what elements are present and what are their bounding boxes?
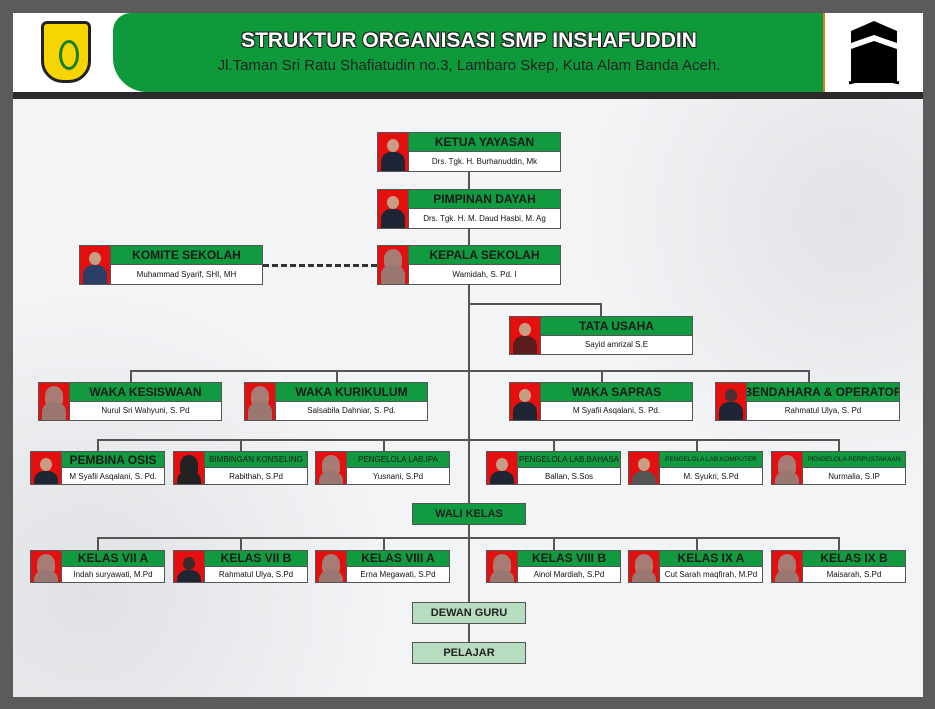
wali-kelas-box: WALI KELAS <box>412 503 526 525</box>
org-chart-page: STRUKTUR ORGANISASI SMP INSHAFUDDIN Jl.T… <box>13 13 923 697</box>
photo-avatar <box>772 551 802 582</box>
photo-avatar <box>378 133 408 171</box>
photo-avatar <box>716 383 746 420</box>
header: STRUKTUR ORGANISASI SMP INSHAFUDDIN Jl.T… <box>13 13 923 99</box>
photo-avatar <box>245 383 275 420</box>
connector <box>469 303 601 305</box>
connector <box>838 439 840 451</box>
connector <box>130 370 132 382</box>
school-address: Jl.Taman Sri Ratu Shafiatudin no.3, Lamb… <box>217 57 721 74</box>
connector <box>97 439 839 441</box>
photo-avatar <box>510 383 540 420</box>
photo-avatar <box>378 246 408 284</box>
photo-avatar <box>629 452 659 484</box>
photo-avatar <box>510 317 540 354</box>
photo-avatar <box>316 551 346 582</box>
photo-avatar <box>39 383 69 420</box>
header-divider <box>13 92 923 99</box>
photo-avatar <box>174 452 204 484</box>
photo-avatar <box>378 190 408 228</box>
photo-avatar <box>487 551 517 582</box>
aceh-emblem-logo <box>41 21 91 83</box>
photo-avatar <box>316 452 346 484</box>
connector <box>553 537 555 550</box>
photo-avatar <box>487 452 517 484</box>
connector <box>696 537 698 550</box>
photo-avatar <box>772 452 802 484</box>
photo-avatar <box>80 246 110 284</box>
connector <box>97 537 99 550</box>
connector <box>97 537 839 539</box>
connector <box>240 537 242 550</box>
connector <box>808 370 810 382</box>
connector <box>600 303 602 316</box>
connector <box>97 439 99 451</box>
connector <box>553 439 555 451</box>
connector <box>336 370 338 382</box>
connector <box>838 537 840 550</box>
pelajar-box: PELAJAR <box>412 642 526 664</box>
main-connector <box>468 172 470 642</box>
kaaba-icon <box>848 21 900 85</box>
header-banner <box>113 13 825 92</box>
photo-avatar <box>31 551 61 582</box>
photo-avatar <box>629 551 659 582</box>
connector <box>383 537 385 550</box>
komite-dashed-connector <box>263 264 377 267</box>
connector <box>130 370 809 372</box>
dewan-guru-box: DEWAN GURU <box>412 602 526 624</box>
photo-avatar <box>174 551 204 582</box>
connector <box>601 370 603 382</box>
connector <box>240 439 242 451</box>
page-title: STRUKTUR ORGANISASI SMP INSHAFUDDIN <box>241 29 697 52</box>
connector <box>383 439 385 451</box>
connector <box>696 439 698 451</box>
photo-avatar <box>31 452 61 484</box>
